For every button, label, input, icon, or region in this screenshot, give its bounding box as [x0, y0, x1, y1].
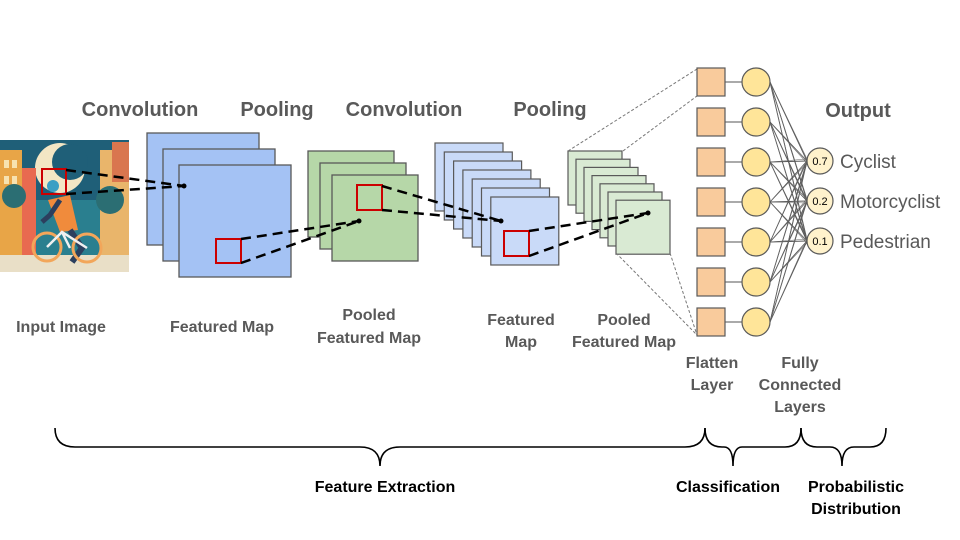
caption-featured-map-1: Featured Map: [170, 319, 274, 336]
flatten-node: [696, 307, 726, 337]
projection-point: [645, 210, 651, 216]
conv2-feature-maps: [434, 142, 560, 266]
fc-edge: [769, 160, 808, 163]
conv2-kernel-window: [503, 230, 530, 257]
caption-pooled-map-2-line1: Pooled: [597, 312, 650, 329]
output-probability: 0.2: [812, 196, 827, 208]
output-node: [806, 187, 834, 215]
caption-input-image: Input Image: [16, 319, 106, 336]
projection-point: [498, 218, 504, 224]
caption-pooled-map-1-line2: Featured Map: [317, 330, 421, 347]
caption-fc-line3: Layers: [774, 399, 826, 416]
receptive-field-lines: [65, 168, 649, 265]
fc-edge: [769, 121, 808, 204]
fc-edge: [769, 162, 808, 283]
pool1-kernel-window: [356, 184, 383, 211]
flatten-node: [696, 187, 726, 217]
hidden-node: [741, 267, 771, 297]
group-label-probabilistic-line1: Probabilistic: [808, 479, 904, 496]
output-layer: 0.7 Cyclist 0.2 Motorcyclist 0.1 Pedestrian: [806, 147, 941, 255]
fc-edge: [769, 158, 808, 163]
caption-fc-line2: Connected: [759, 377, 842, 394]
output-node: [806, 227, 834, 255]
hidden-node: [741, 67, 771, 97]
flatten-node: [696, 147, 726, 177]
conv1-kernel-window: [215, 238, 242, 264]
caption-flatten-line1: Flatten: [686, 355, 738, 372]
fc-edge: [769, 81, 808, 200]
stage-title-pooling-1: Pooling: [240, 99, 313, 121]
brace-classification: [704, 427, 802, 467]
fc-edge: [769, 162, 808, 203]
fc-edge: [769, 158, 808, 323]
group-label-feature-extraction: Feature Extraction: [315, 479, 455, 496]
flatten-node: [696, 107, 726, 137]
hidden-node: [741, 107, 771, 137]
conv1-feature-maps: [146, 132, 292, 278]
group-label-classification: Classification: [676, 479, 780, 496]
input-kernel-window: [41, 168, 67, 195]
stage-title-pooling-2: Pooling: [513, 99, 586, 121]
flatten-node: [696, 67, 726, 97]
caption-pooled-map-2-line2: Featured Map: [572, 334, 676, 351]
output-node: [806, 147, 834, 175]
hidden-node: [741, 147, 771, 177]
group-label-probabilistic-line2: Distribution: [811, 501, 901, 518]
caption-flatten-line2: Layer: [691, 377, 734, 394]
group-braces: [54, 427, 887, 467]
projection-point: [181, 183, 187, 189]
flatten-connector-lines: [567, 68, 698, 336]
fc-edge: [769, 198, 808, 323]
pool1-feature-maps: [307, 150, 419, 262]
fully-connected-edges: [725, 81, 808, 323]
caption-fc-line1: Fully: [781, 355, 818, 372]
caption-featured-map-2-line2: Map: [505, 334, 537, 351]
pool2-map: [615, 199, 671, 255]
fc-edge: [769, 81, 808, 160]
caption-pooled-map-1-line1: Pooled: [342, 307, 395, 324]
output-probability: 0.7: [812, 156, 827, 168]
flatten-node: [696, 267, 726, 297]
output-class-label: Pedestrian: [840, 232, 931, 253]
stage-title-output: Output: [825, 100, 891, 122]
fc-edge: [769, 158, 808, 243]
output-probability: 0.1: [812, 236, 827, 248]
output-class-label: Cyclist: [840, 152, 897, 173]
pool2-feature-maps: [567, 150, 671, 255]
hidden-node: [741, 307, 771, 337]
stage-title-convolution-2: Convolution: [346, 99, 463, 121]
input-image: [0, 140, 129, 272]
stage-title-convolution-1: Convolution: [82, 99, 199, 121]
hidden-node: [741, 227, 771, 257]
brace-probabilistic: [800, 427, 887, 467]
fc-edge: [769, 161, 808, 200]
output-class-label: Motorcyclist: [840, 192, 941, 213]
hidden-node: [741, 187, 771, 217]
caption-featured-map-2-line1: Featured: [487, 312, 555, 329]
network-nodes: [696, 67, 771, 337]
fc-edge: [769, 238, 808, 323]
brace-feature-extraction: [54, 427, 706, 467]
projection-point: [356, 218, 362, 224]
flatten-node: [696, 227, 726, 257]
fc-edge: [769, 121, 808, 164]
